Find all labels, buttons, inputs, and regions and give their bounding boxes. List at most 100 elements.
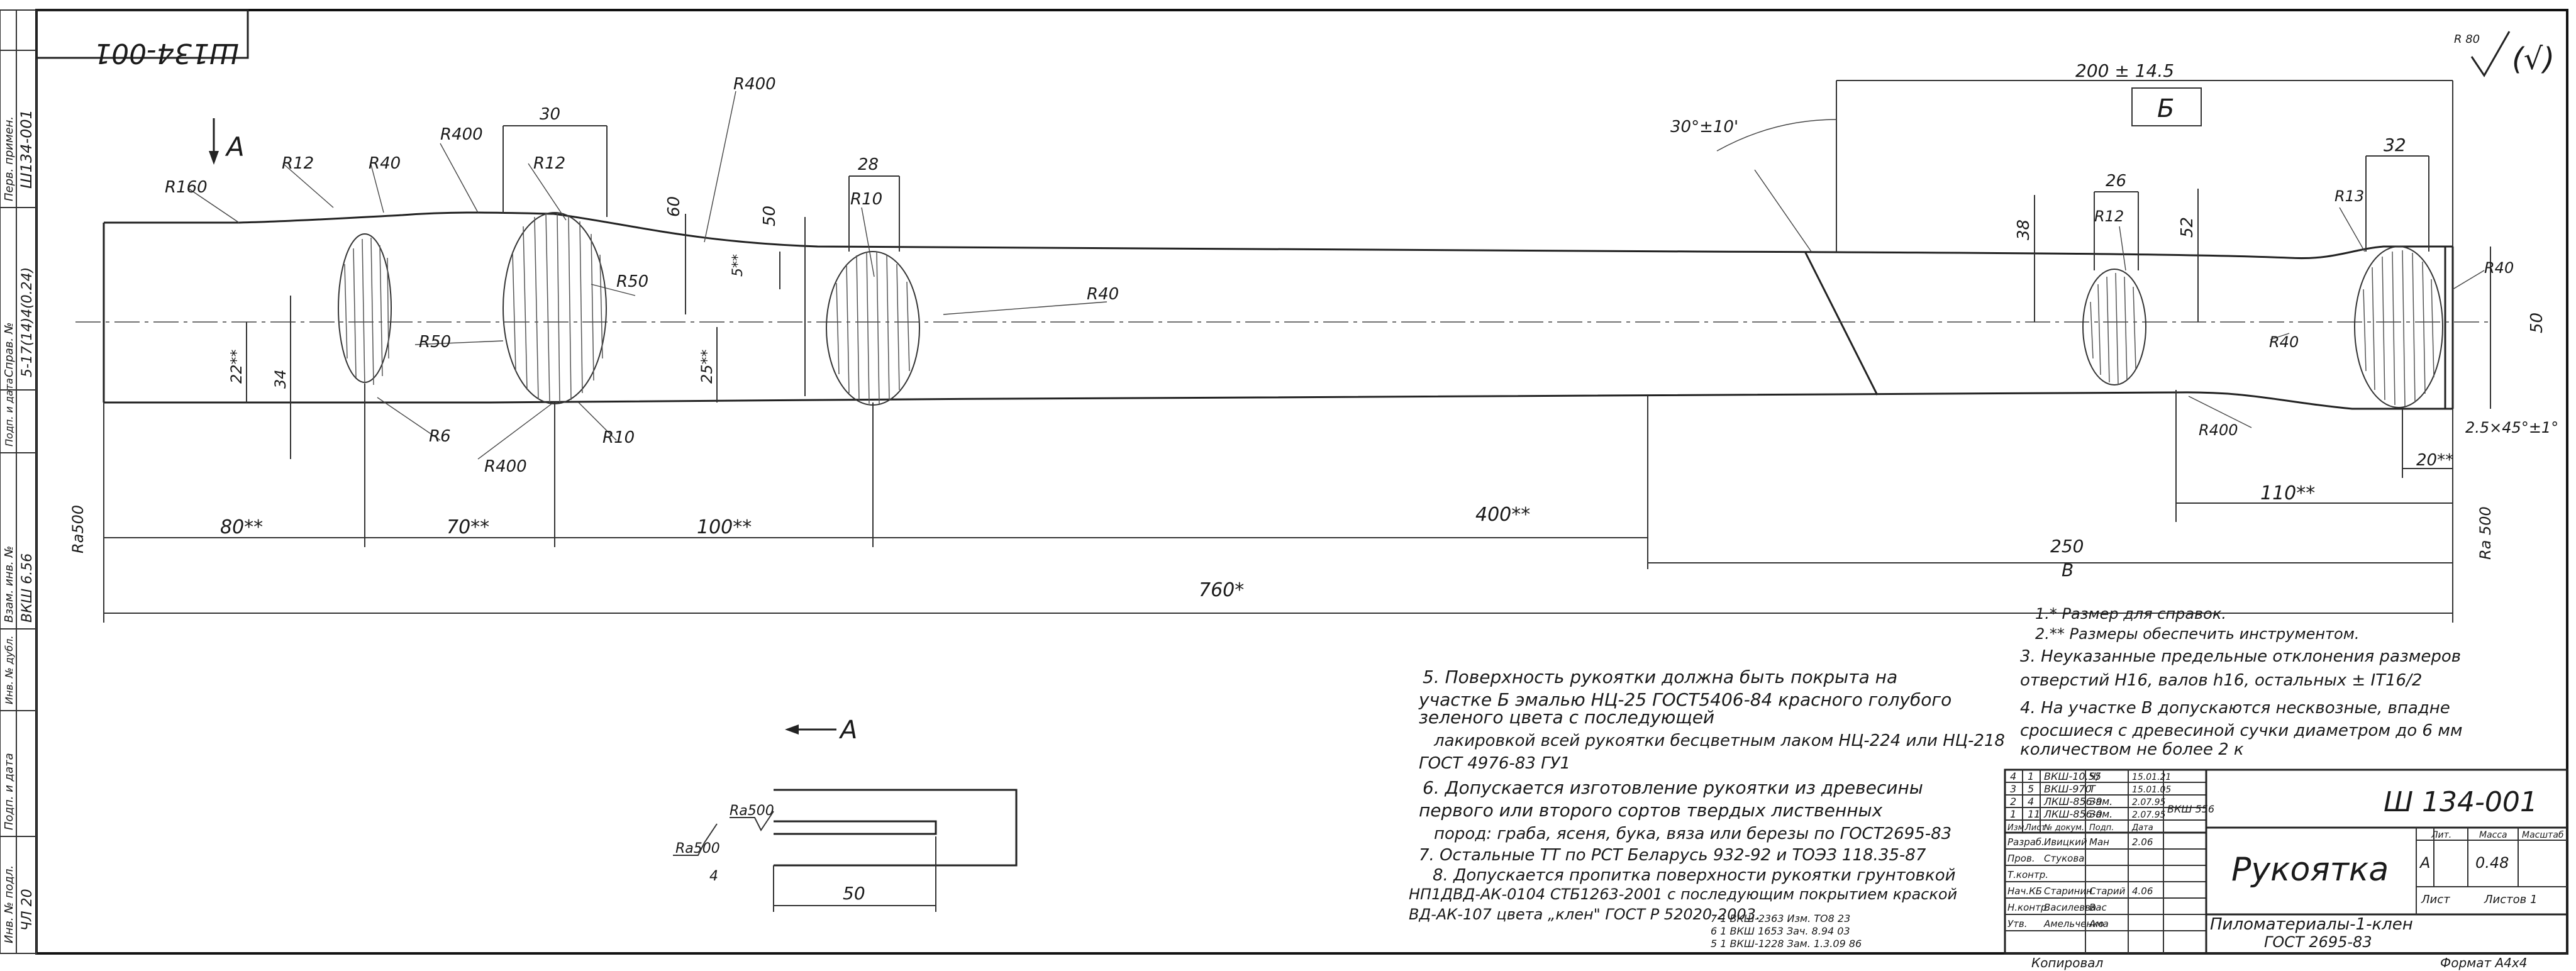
dim-r12b: R12 bbox=[533, 154, 565, 173]
title-block-sheet-label: Лист bbox=[2421, 893, 2450, 906]
ppl-r6-sign: Ама bbox=[2089, 918, 2109, 929]
note-8a: 8. Допускается пропитка поверхности руко… bbox=[1433, 866, 1956, 885]
dim-r400a: R400 bbox=[440, 125, 483, 144]
sprav-label: Справ. № bbox=[3, 322, 16, 377]
title-block-number: Ш 134-001 bbox=[2384, 786, 2538, 818]
rev-r2-c1: 3 bbox=[2010, 783, 2016, 795]
zone-b-label: В bbox=[2062, 560, 2074, 580]
notes-block-left: 5. Поверхность рукоятки должна быть покр… bbox=[1409, 667, 2005, 950]
left-side-strip: Перв. примен. Ш134-001 Справ. № 5-17(14)… bbox=[0, 9, 37, 954]
ppl-r3-role: Т.контр. bbox=[2007, 869, 2048, 880]
detail-view-a: А 50 Ra500 Ra500 4 bbox=[673, 716, 1018, 912]
dim-28: 28 bbox=[858, 155, 879, 174]
dim-5: 5** bbox=[730, 254, 746, 277]
rev-r3-c2: 4 bbox=[2028, 796, 2034, 807]
dim-50a: 50 bbox=[760, 206, 779, 226]
roughness-mark: R 80 (√) bbox=[2454, 31, 2555, 77]
note-1: 1.* Размер для справок. bbox=[2035, 605, 2226, 623]
dim-760: 760* bbox=[1199, 579, 1244, 601]
ppl-r6-name: Амельченко bbox=[2043, 918, 2104, 929]
note-2: 2.** Размеры обеспечить инструментом. bbox=[2035, 625, 2359, 643]
ppl-r4-role: Нач.КБ bbox=[2007, 885, 2042, 897]
detail-ra500b: Ra500 bbox=[675, 841, 720, 857]
note-4b: сросшиеся с древесиной сучки диаметром д… bbox=[2020, 721, 2462, 740]
dim-100: 100** bbox=[697, 516, 752, 538]
vzam-label: Взам. инв. № bbox=[3, 546, 16, 623]
rev-h-c1: Изм. bbox=[2007, 823, 2027, 833]
note-8b: НП1ДВД-АК-0104 СТБ1263-2001 с последующи… bbox=[1409, 885, 1957, 903]
title-block-lit-label: Лит. bbox=[2431, 830, 2451, 840]
dim-25: 25** bbox=[698, 349, 716, 384]
dim-chamfer: 2.5×45°±1° bbox=[2465, 419, 2558, 436]
rev-r2-c5: 15.01.05 bbox=[2132, 785, 2171, 795]
perv-primen-label: Перв. примен. bbox=[3, 116, 16, 201]
rev-r3-c1: 2 bbox=[2010, 796, 2016, 807]
cross-section-5 bbox=[2354, 246, 2443, 408]
dim-26: 26 bbox=[2106, 172, 2126, 191]
note-7: 7. Остальные ТТ по РСТ Беларусь 932-92 и… bbox=[1419, 846, 1926, 865]
dim-ra500-right: Ra 500 bbox=[2477, 506, 2494, 560]
drawing-number-box: Ш134-001 bbox=[35, 9, 249, 69]
ppl-r1-date: 2.06 bbox=[2132, 836, 2153, 848]
dim-38: 38 bbox=[2014, 219, 2033, 240]
dim-ang30: 30°±10' bbox=[1670, 118, 1738, 136]
ppl-r2-name: Стукова bbox=[2044, 853, 2084, 864]
note-5d: лакировкой всей рукоятки бесцветным лако… bbox=[1433, 731, 2005, 750]
rev-r3-c5: 2.07.95 bbox=[2132, 797, 2166, 807]
dim-60: 60 bbox=[665, 196, 684, 217]
rev-r4-c5: 2.07.95 bbox=[2132, 810, 2166, 820]
side-value-1: ВКШ 6.56 bbox=[19, 553, 35, 623]
dim-r40a: R40 bbox=[369, 154, 401, 173]
ppl-r5-role: Н.контр. bbox=[2007, 902, 2050, 913]
title-block-scale-label: Масштаб bbox=[2522, 830, 2564, 840]
title-block-material-1: Пиломатериалы-1-клен bbox=[2210, 915, 2413, 934]
note-6c: пород: граба, ясеня, бука, вяза или бере… bbox=[1434, 824, 1951, 843]
dim-ra500-left: Ra500 bbox=[69, 505, 87, 553]
title-block-mass-label: Масса bbox=[2479, 830, 2507, 840]
cross-section-4 bbox=[2082, 269, 2146, 386]
title-block-mass-value: 0.48 bbox=[2475, 854, 2509, 872]
dim-r12a: R12 bbox=[282, 154, 314, 173]
ppl-r1-name: Ивицкий bbox=[2044, 836, 2087, 848]
note-6a: 6. Допускается изготовление рукоятки из … bbox=[1423, 777, 1923, 798]
detail-a-label: А bbox=[838, 716, 857, 745]
dim-r13: R13 bbox=[2334, 187, 2364, 205]
kopir-label: Копировал bbox=[2031, 955, 2103, 970]
rev-r4-c2: 11 bbox=[2028, 808, 2040, 820]
cross-section-2 bbox=[502, 212, 607, 404]
title-block-lit-value: А bbox=[2419, 854, 2430, 872]
roughness-paren: (√) bbox=[2512, 42, 2555, 77]
dim-22: 22** bbox=[228, 349, 245, 384]
note-5e: ГОСТ 4976-83 ГУ1 bbox=[1419, 754, 1570, 773]
note-8c: ВД-АК-107 цвета „клен" ГОСТ Р 52020-2003… bbox=[1409, 906, 1761, 923]
dim-50b: 50 bbox=[2528, 313, 2546, 333]
inv-dubl-label: Инв. № дубл. bbox=[3, 636, 15, 704]
perv-primen-value: Ш134-001 bbox=[18, 109, 35, 189]
ppl-r1-sign: Ман bbox=[2089, 836, 2109, 848]
dim-400: 400** bbox=[1475, 504, 1530, 526]
roughness-top: R 80 bbox=[2454, 33, 2480, 46]
rev-r3-c4: Зам. bbox=[2089, 796, 2112, 807]
dim-250: 250 bbox=[2050, 536, 2084, 557]
cross-section-3 bbox=[826, 251, 920, 406]
note-6b: первого или второго сортов твердых листв… bbox=[1419, 800, 1883, 821]
dim-30: 30 bbox=[540, 105, 560, 124]
title-block-material-2: ГОСТ 2695-83 bbox=[2264, 933, 2372, 951]
note-5c: зеленого цвета с последующей bbox=[1419, 707, 1714, 728]
detail-ra500a: Ra500 bbox=[730, 803, 774, 819]
note-4a: 4. На участке В допускаются несквозные, … bbox=[2020, 699, 2450, 718]
dim-r10b: R10 bbox=[602, 428, 635, 447]
dim-110: 110** bbox=[2260, 482, 2315, 504]
podp-data-label: Подп. и дата bbox=[3, 378, 15, 447]
ppl-r1-role: Разраб. bbox=[2007, 836, 2045, 848]
dim-34: 34 bbox=[272, 369, 289, 389]
rev-r1-c2: 1 bbox=[2028, 770, 2034, 782]
dim-20: 20** bbox=[2416, 451, 2453, 470]
dim-200: 200 ± 14.5 bbox=[2075, 60, 2174, 81]
rev-r1-c4: Ч/ bbox=[2089, 770, 2101, 782]
view-a-arrow: А bbox=[209, 118, 245, 165]
format-label: Формат А4х4 bbox=[2440, 955, 2527, 970]
note-5b: участке Б эмалью НЦ-25 ГОСТ5406-84 красн… bbox=[1418, 689, 1951, 710]
dim-r40d: R40 bbox=[2269, 333, 2299, 351]
rev-r4-c4: Зам. bbox=[2089, 808, 2112, 820]
